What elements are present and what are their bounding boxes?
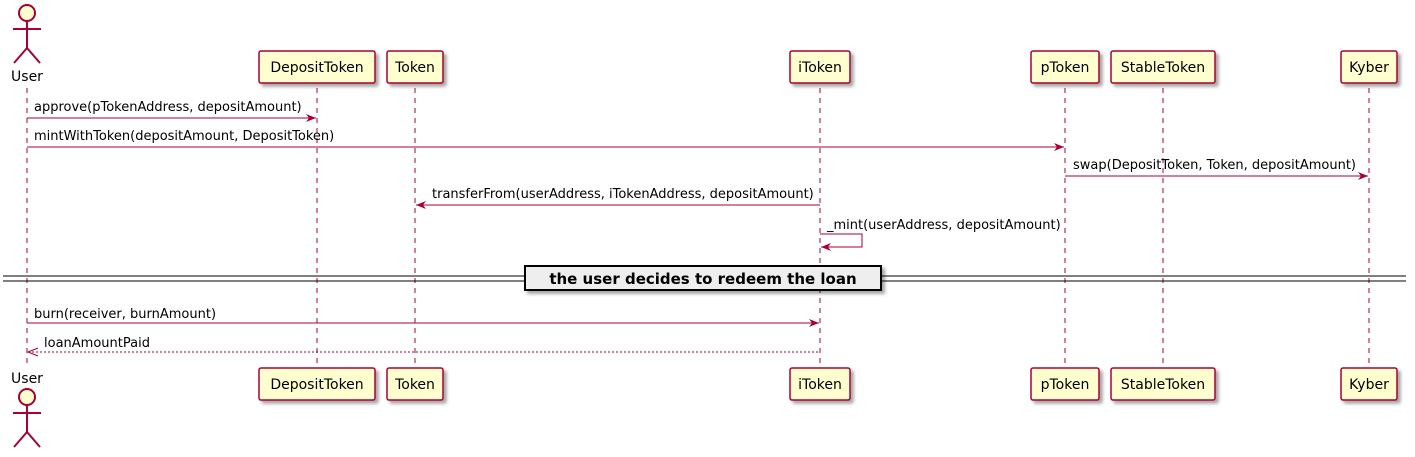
message-transferfrom: transferFrom(userAddress, iTokenAddress,…: [416, 187, 820, 209]
message-label: transferFrom(userAddress, iTokenAddress,…: [432, 187, 814, 202]
message-label: _mint(userAddress, depositAmount): [826, 218, 1061, 233]
participant-deposittoken-bottom: DepositToken: [258, 367, 376, 401]
stick-figure-icon: [13, 388, 41, 448]
participant-ptoken-top: pToken: [1030, 50, 1100, 84]
lifelines: [26, 88, 1370, 368]
message-mintwithtoken: mintWithToken(depositAmount, DepositToke…: [27, 129, 1064, 151]
actor-user-label-top: User: [11, 69, 43, 85]
participant-label: DepositToken: [270, 377, 363, 393]
participant-label: Kyber: [1349, 60, 1389, 76]
participant-kyber-bottom: Kyber: [1340, 367, 1398, 401]
participant-stabletoken-top: StableToken: [1110, 50, 1216, 84]
participant-label: Kyber: [1349, 377, 1389, 393]
arrowhead-icon: [306, 114, 316, 122]
actor-user-bottom: User: [11, 371, 43, 448]
message-burn: burn(receiver, burnAmount): [27, 307, 819, 327]
message-label: loanAmountPaid: [44, 336, 150, 351]
message-label: mintWithToken(depositAmount, DepositToke…: [34, 129, 334, 144]
divider-label: the user decides to redeem the loan: [549, 270, 856, 288]
participant-stabletoken-bottom: StableToken: [1110, 367, 1216, 401]
actor-user-label-bottom: User: [11, 371, 43, 387]
participant-kyber-top: Kyber: [1340, 50, 1398, 84]
participant-token-top: Token: [386, 50, 444, 84]
participant-label: iToken: [798, 60, 842, 76]
arrowhead-icon: [416, 201, 426, 209]
message-loanamountpaid: loanAmountPaid: [26, 336, 820, 357]
participant-itoken-top: iToken: [789, 50, 851, 84]
actor-user-top: User: [11, 4, 43, 85]
participant-ptoken-bottom: pToken: [1030, 367, 1100, 401]
message-label: approve(pTokenAddress, depositAmount): [34, 100, 302, 115]
participant-itoken-bottom: iToken: [789, 367, 851, 401]
arrowhead-icon: [821, 243, 831, 251]
participant-token-bottom: Token: [386, 367, 444, 401]
participant-deposittoken-top: DepositToken: [258, 50, 376, 84]
participant-label: pToken: [1041, 377, 1090, 393]
divider: the user decides to redeem the loan: [3, 265, 1406, 291]
participant-label: Token: [394, 377, 435, 393]
participant-label: DepositToken: [270, 60, 363, 76]
message-label: burn(receiver, burnAmount): [34, 307, 216, 322]
participant-label: StableToken: [1121, 60, 1205, 76]
participant-label: Token: [394, 60, 435, 76]
message-label: swap(DepositToken, Token, depositAmount): [1073, 158, 1356, 173]
participant-label: StableToken: [1121, 377, 1205, 393]
arrowhead-icon: [1358, 172, 1368, 180]
arrowhead-icon: [809, 319, 819, 327]
stick-figure-icon: [13, 4, 41, 64]
arrowhead-icon: [26, 347, 39, 357]
participant-label: pToken: [1041, 60, 1090, 76]
message-mint-self: _mint(userAddress, depositAmount): [820, 218, 1061, 251]
participant-label: iToken: [798, 377, 842, 393]
message-swap: swap(DepositToken, Token, depositAmount): [1065, 158, 1368, 180]
message-approve: approve(pTokenAddress, depositAmount): [27, 100, 316, 122]
arrowhead-icon: [1054, 143, 1064, 151]
